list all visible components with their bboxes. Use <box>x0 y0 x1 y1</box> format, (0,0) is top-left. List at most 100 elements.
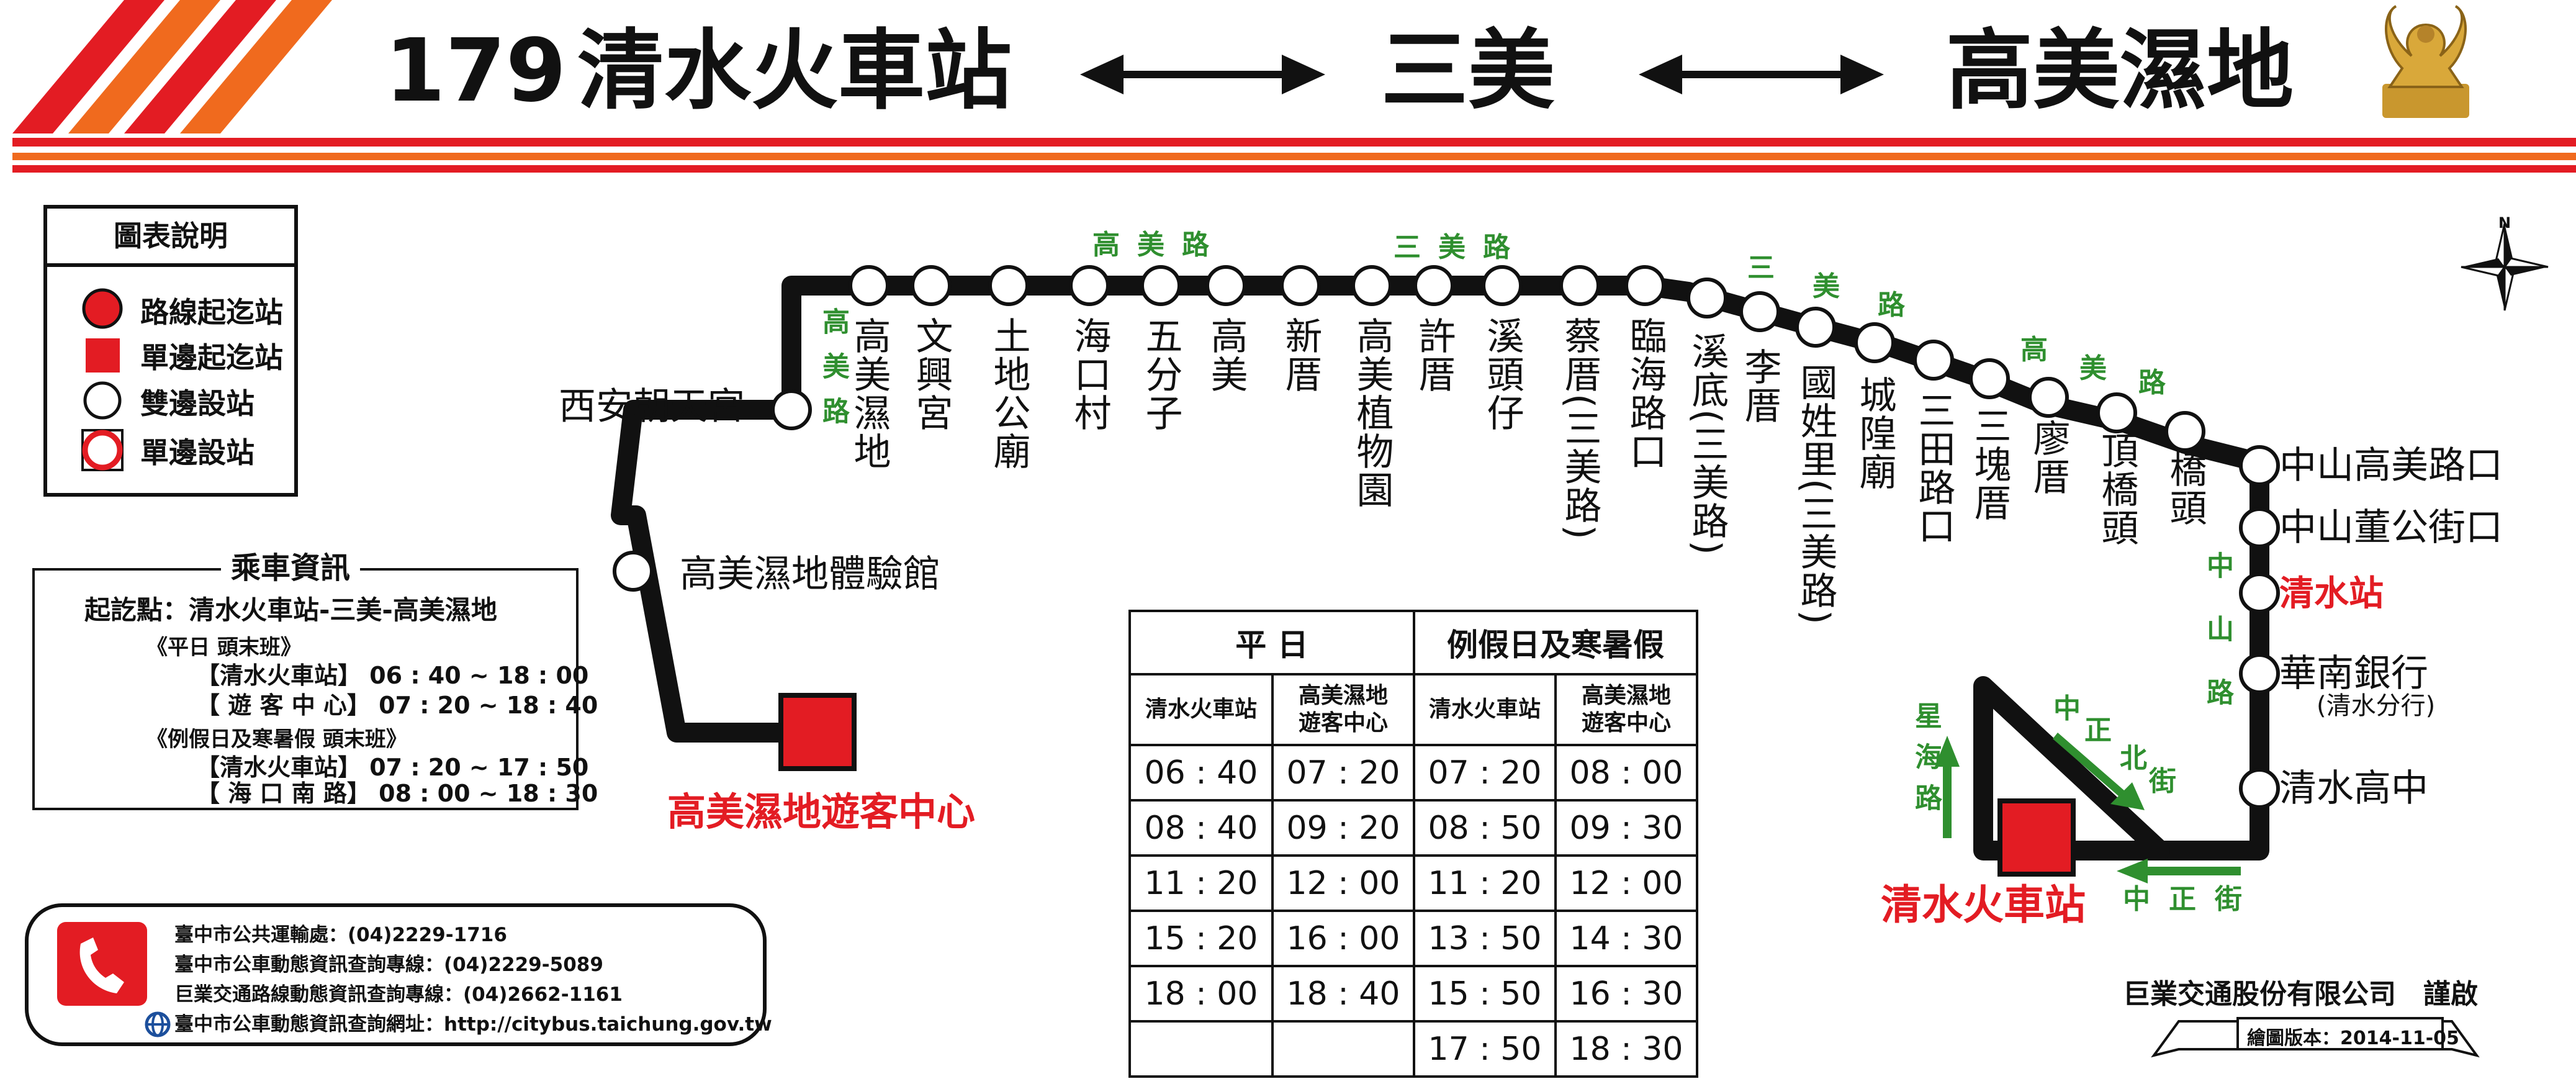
stop-marker[interactable] <box>1482 265 1523 306</box>
ride-info-weekday-head: 《平日 頭末班》 <box>146 635 302 660</box>
contact-line-4[interactable]: 臺中市公車動態資訊查詢網址：http://citybus.taichung.go… <box>174 1013 772 1036</box>
stop-label-zhongshan-gaomei[interactable]: 中山高美路口 <box>2279 444 2503 487</box>
stop-marker[interactable] <box>849 265 889 306</box>
stop-label[interactable]: 溪底(三美路) <box>1685 332 1729 556</box>
stop-label[interactable]: 李厝 <box>1738 348 1781 425</box>
ride-info-holiday-head: 《例假日及寒暑假 頭末班》 <box>146 727 407 752</box>
stop-marker[interactable] <box>1205 265 1246 306</box>
stop-marker[interactable] <box>1069 265 1110 306</box>
legend-label-one-side: 單邊設站 <box>140 436 254 469</box>
stop-marker[interactable] <box>1351 265 1392 306</box>
timetable-cell: 08 : 50 <box>1413 799 1557 857</box>
timetable-cell: 07 : 20 <box>1413 744 1557 802</box>
timetable-cell: 18 : 00 <box>1128 965 1274 1023</box>
road-label-gaomei-diag-2: 美 <box>2079 353 2107 384</box>
stop-label[interactable]: 橋頭 <box>2163 450 2207 527</box>
stop-marker[interactable] <box>613 551 654 592</box>
stop-marker[interactable] <box>1140 265 1181 306</box>
stop-marker[interactable] <box>988 265 1029 306</box>
stop-label[interactable]: 臨海路口 <box>1623 317 1667 471</box>
stop-label-huanan-bank[interactable]: 華南銀行 <box>2279 652 2428 695</box>
stop-label-experience-hall[interactable]: 高美濕地體驗館 <box>680 553 940 596</box>
stop-label-qingshui-high[interactable]: 清水高中 <box>2279 767 2428 810</box>
stop-marker[interactable] <box>771 389 812 430</box>
white-circle-icon <box>83 381 122 420</box>
stop-label[interactable]: 五分子 <box>1139 317 1182 432</box>
legend-title: 圖表說明 <box>47 209 294 267</box>
timetable-col-header: 清水火車站 <box>1128 673 1274 746</box>
stop-marker[interactable] <box>1969 358 2010 399</box>
road-label-gaomei-vertical: 高美路 <box>817 307 849 441</box>
timetable-cell: 11 : 20 <box>1128 854 1274 912</box>
stop-label[interactable]: 新厝 <box>1279 317 1322 394</box>
stop-marker[interactable] <box>1913 340 1954 381</box>
timetable-cell: 18 : 40 <box>1271 965 1415 1023</box>
stop-marker[interactable] <box>2239 507 2280 548</box>
stop-marker[interactable] <box>1739 291 1780 332</box>
terminal-label-visitor-center[interactable]: 高美濕地遊客中心 <box>667 789 976 834</box>
stop-marker[interactable] <box>1687 278 1727 318</box>
stop-label-zhongshan-donggong[interactable]: 中山董公街口 <box>2279 506 2503 549</box>
contact-line-2: 臺中市公車動態資訊查詢專線：(04)2229-5089 <box>174 954 603 976</box>
stop-label[interactable]: 溪頭仔 <box>1480 317 1524 432</box>
stop-marker[interactable] <box>1854 322 1895 363</box>
timetable-cell: 09 : 20 <box>1271 799 1415 857</box>
stop-marker[interactable] <box>2239 445 2280 486</box>
stop-label[interactable]: 土地公廟 <box>987 317 1030 471</box>
stop-label[interactable]: 海口村 <box>1068 317 1111 432</box>
timetable-cell: 16 : 30 <box>1554 965 1698 1023</box>
stop-marker[interactable] <box>2096 392 2137 433</box>
road-label-zhongshan: 中山路 <box>2202 551 2233 741</box>
stop-marker[interactable] <box>911 265 952 306</box>
stop-label-qingshui-station[interactable]: 清水站 <box>2279 574 2384 614</box>
stop-marker[interactable] <box>2239 768 2280 809</box>
contact-line-3: 巨業交通路線動態資訊查詢專線：(04)2662-1161 <box>174 983 623 1006</box>
terminal-label-train-station[interactable]: 清水火車站 <box>1881 881 2086 929</box>
road-label-zhongzheng-north-4: 街 <box>2149 766 2176 797</box>
stop-marker[interactable] <box>2239 653 2280 694</box>
timetable-cell: 12 : 00 <box>1554 854 1698 912</box>
stop-label[interactable]: 文興宮 <box>909 317 953 432</box>
compass-icon <box>2461 223 2549 311</box>
road-label-sanmei-1: 三 <box>1747 252 1775 284</box>
stop-label[interactable]: 高美濕地 <box>847 317 891 471</box>
legend-label-single-terminal: 單邊起迄站 <box>140 341 283 374</box>
stop-marker[interactable] <box>2028 377 2069 418</box>
xinghai-road-arrow-icon <box>1935 736 1960 838</box>
header-rule-orange <box>12 153 2576 160</box>
stop-label[interactable]: 國姓里(三美路) <box>1794 363 1837 626</box>
stop-label[interactable]: 蔡厝(三美路) <box>1558 317 1601 541</box>
globe-icon <box>145 1011 171 1037</box>
timetable-cell: 12 : 00 <box>1271 854 1415 912</box>
train-station-terminal-marker[interactable] <box>1997 798 2076 877</box>
stop-marker[interactable] <box>1280 265 1321 306</box>
timetable-cell: 08 : 00 <box>1554 744 1698 802</box>
company-signature: 巨業交通股份有限公司 謹啟 <box>2123 978 2478 1010</box>
stop-label-xian[interactable]: 西安朝天宮 <box>559 385 745 428</box>
stop-marker[interactable] <box>2239 572 2280 613</box>
stop-marker[interactable] <box>2164 411 2205 452</box>
stop-label[interactable]: 高美 <box>1204 317 1248 394</box>
stop-label[interactable]: 高美植物園 <box>1350 317 1394 509</box>
stop-label[interactable]: 三田路口 <box>1912 391 1955 545</box>
stop-marker[interactable] <box>1559 265 1600 306</box>
stop-marker[interactable] <box>1413 265 1454 306</box>
timetable-group-weekday: 平 日 <box>1128 610 1415 675</box>
visitor-center-terminal-marker[interactable] <box>778 693 857 771</box>
timetable-cell: 17 : 50 <box>1413 1020 1557 1078</box>
stop-label[interactable]: 許厝 <box>1412 317 1456 394</box>
stop-label[interactable]: 頂橋頭 <box>2095 431 2138 547</box>
legend-label-both-sides: 雙邊設站 <box>140 387 254 420</box>
stop-label[interactable]: 城隍廟 <box>1853 376 1896 491</box>
road-char: 中 <box>2123 883 2169 915</box>
stop-marker[interactable] <box>1624 265 1665 306</box>
stop-marker[interactable] <box>1795 307 1836 348</box>
stop-label[interactable]: 三塊厝 <box>1968 407 2011 522</box>
road-label-gaomei-diag-1: 高 <box>2020 334 2048 366</box>
double-arrow-icon <box>1639 55 1884 94</box>
stop-label[interactable]: 廖厝 <box>2027 419 2070 496</box>
